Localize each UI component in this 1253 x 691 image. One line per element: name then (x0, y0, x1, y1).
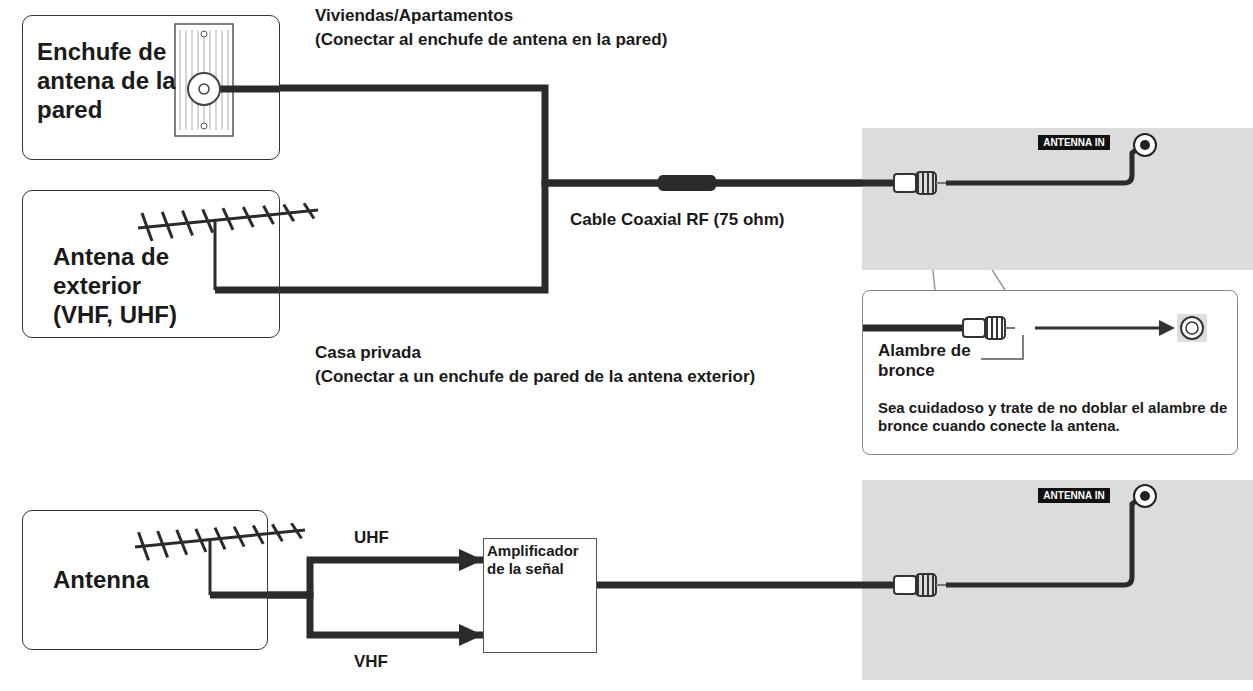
tv-back-panel: ANTENNA IN (862, 480, 1253, 680)
cable-label: Cable Coaxial RF (75 ohm) (568, 210, 786, 230)
box-title: Antenna (53, 566, 183, 595)
coax-plug (963, 317, 1015, 339)
callout-box: Alambre de bronceSea cuidadoso y trate d… (862, 290, 1238, 455)
node-illustration (862, 480, 1253, 680)
box-title: Amplificador de la señal (487, 542, 591, 578)
coax-cable (268, 595, 483, 635)
coax-cable (597, 582, 862, 589)
part-name: Alambre de bronce (878, 341, 988, 382)
amplifier-box: Amplificador de la señal (483, 538, 597, 653)
antenna-symbol (135, 523, 305, 595)
coax-cable (280, 88, 862, 183)
coax-plug (894, 172, 946, 194)
location-note: (Conectar a un enchufe de pared de la an… (313, 367, 757, 387)
location-note: (Conectar al enchufe de antena en la par… (313, 30, 669, 50)
port-label: ANTENNA IN (1038, 135, 1110, 150)
port-label: ANTENNA IN (1038, 488, 1110, 503)
wall-socket-box: Enchufe de antena de la pared (22, 15, 280, 160)
band-label: VHF (352, 652, 390, 672)
ferrite-bead (658, 175, 716, 191)
antenna-box: Antenna (22, 510, 268, 650)
coax-plug (894, 574, 946, 596)
coax-cable (280, 183, 862, 290)
note-text: Sea cuidadoso y trate de no doblar el al… (878, 399, 1228, 435)
band-label: UHF (352, 528, 391, 548)
box-title: Enchufe de antena de la pared (37, 38, 182, 124)
tv-back-panel: ANTENNA IN (862, 128, 1253, 270)
outdoor-antenna-box: Antena de exterior (VHF, UHF) (22, 190, 280, 338)
location-label: Casa privada (313, 343, 423, 363)
coax-cable (268, 560, 483, 595)
box-title: Antena de exterior (VHF, UHF) (53, 243, 203, 329)
location-label: Viviendas/Apartamentos (313, 6, 515, 26)
